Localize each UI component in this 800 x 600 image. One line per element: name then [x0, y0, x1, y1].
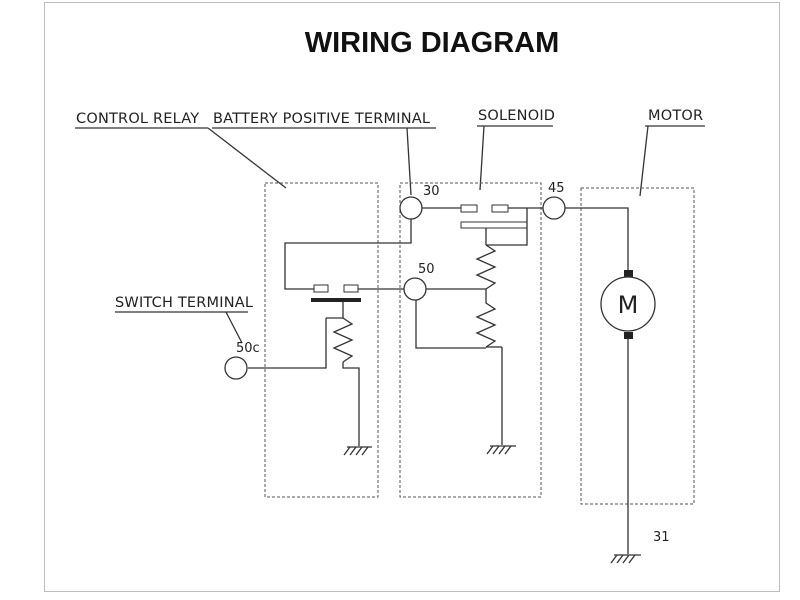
label-control-relay: CONTROL RELAY: [76, 111, 199, 127]
motor-ground-icon: [610, 554, 641, 564]
solenoid-leader: [479, 125, 485, 191]
solenoid-circuit: [415, 204, 543, 445]
diagram-title: WIRING DIAGRAM: [305, 27, 560, 59]
label-leaders: [75, 125, 705, 344]
motor-symbol: M: [618, 291, 639, 319]
motor-box: [580, 187, 695, 505]
motor-brush-top: [624, 270, 633, 277]
label-motor: MOTOR: [648, 108, 703, 124]
label-battery-positive-terminal: BATTERY POSITIVE TERMINAL: [213, 111, 430, 127]
relay-supply-wire: [284, 218, 412, 290]
diagram-frame: [44, 2, 780, 592]
solenoid-coil-pull-in: [475, 244, 497, 290]
terminal-50c: [224, 356, 248, 380]
solenoid-contact-right: [491, 204, 509, 213]
relay-coil: [332, 317, 354, 363]
solenoid-box: [399, 182, 542, 498]
terminal-30-label: 30: [423, 184, 440, 199]
solenoid-return-wire: [486, 208, 528, 246]
terminal-50-label: 50: [418, 262, 435, 277]
terminal-50c-label: 50c: [236, 341, 260, 356]
solenoid-hold-loop: [415, 298, 486, 349]
relay-ground-icon: [343, 446, 372, 456]
battery-terminal-leader: [406, 127, 412, 196]
solenoid-plunger: [460, 221, 528, 229]
label-solenoid: SOLENOID: [478, 108, 555, 124]
control-relay-box: [264, 182, 379, 498]
solenoid-coil-hold-in: [475, 289, 497, 348]
motor-circuit: M: [565, 207, 656, 554]
terminal-31-label: 31: [653, 530, 670, 545]
motor-leader: [639, 125, 649, 197]
solenoid-contact-left: [460, 204, 478, 213]
relay-coil-switch-wire: [248, 318, 327, 369]
relay-contact-right: [343, 284, 359, 293]
label-switch-terminal: SWITCH TERMINAL: [115, 295, 253, 311]
terminal-30: [399, 196, 423, 220]
solenoid-ground-icon: [486, 445, 516, 455]
terminal-45-label: 45: [548, 181, 565, 196]
switch-terminal-leader: [225, 311, 243, 344]
motor-icon: [600, 276, 656, 332]
relay-armature: [311, 298, 361, 302]
motor-brush-bottom: [624, 332, 633, 339]
terminal-50: [403, 277, 427, 301]
motor-supply-wire: [565, 207, 629, 270]
control-relay-circuit: [248, 218, 412, 446]
control-relay-leader: [207, 127, 287, 189]
relay-contact-left: [313, 284, 329, 293]
terminal-45: [542, 196, 566, 220]
relay-ground-wire: [342, 362, 360, 446]
